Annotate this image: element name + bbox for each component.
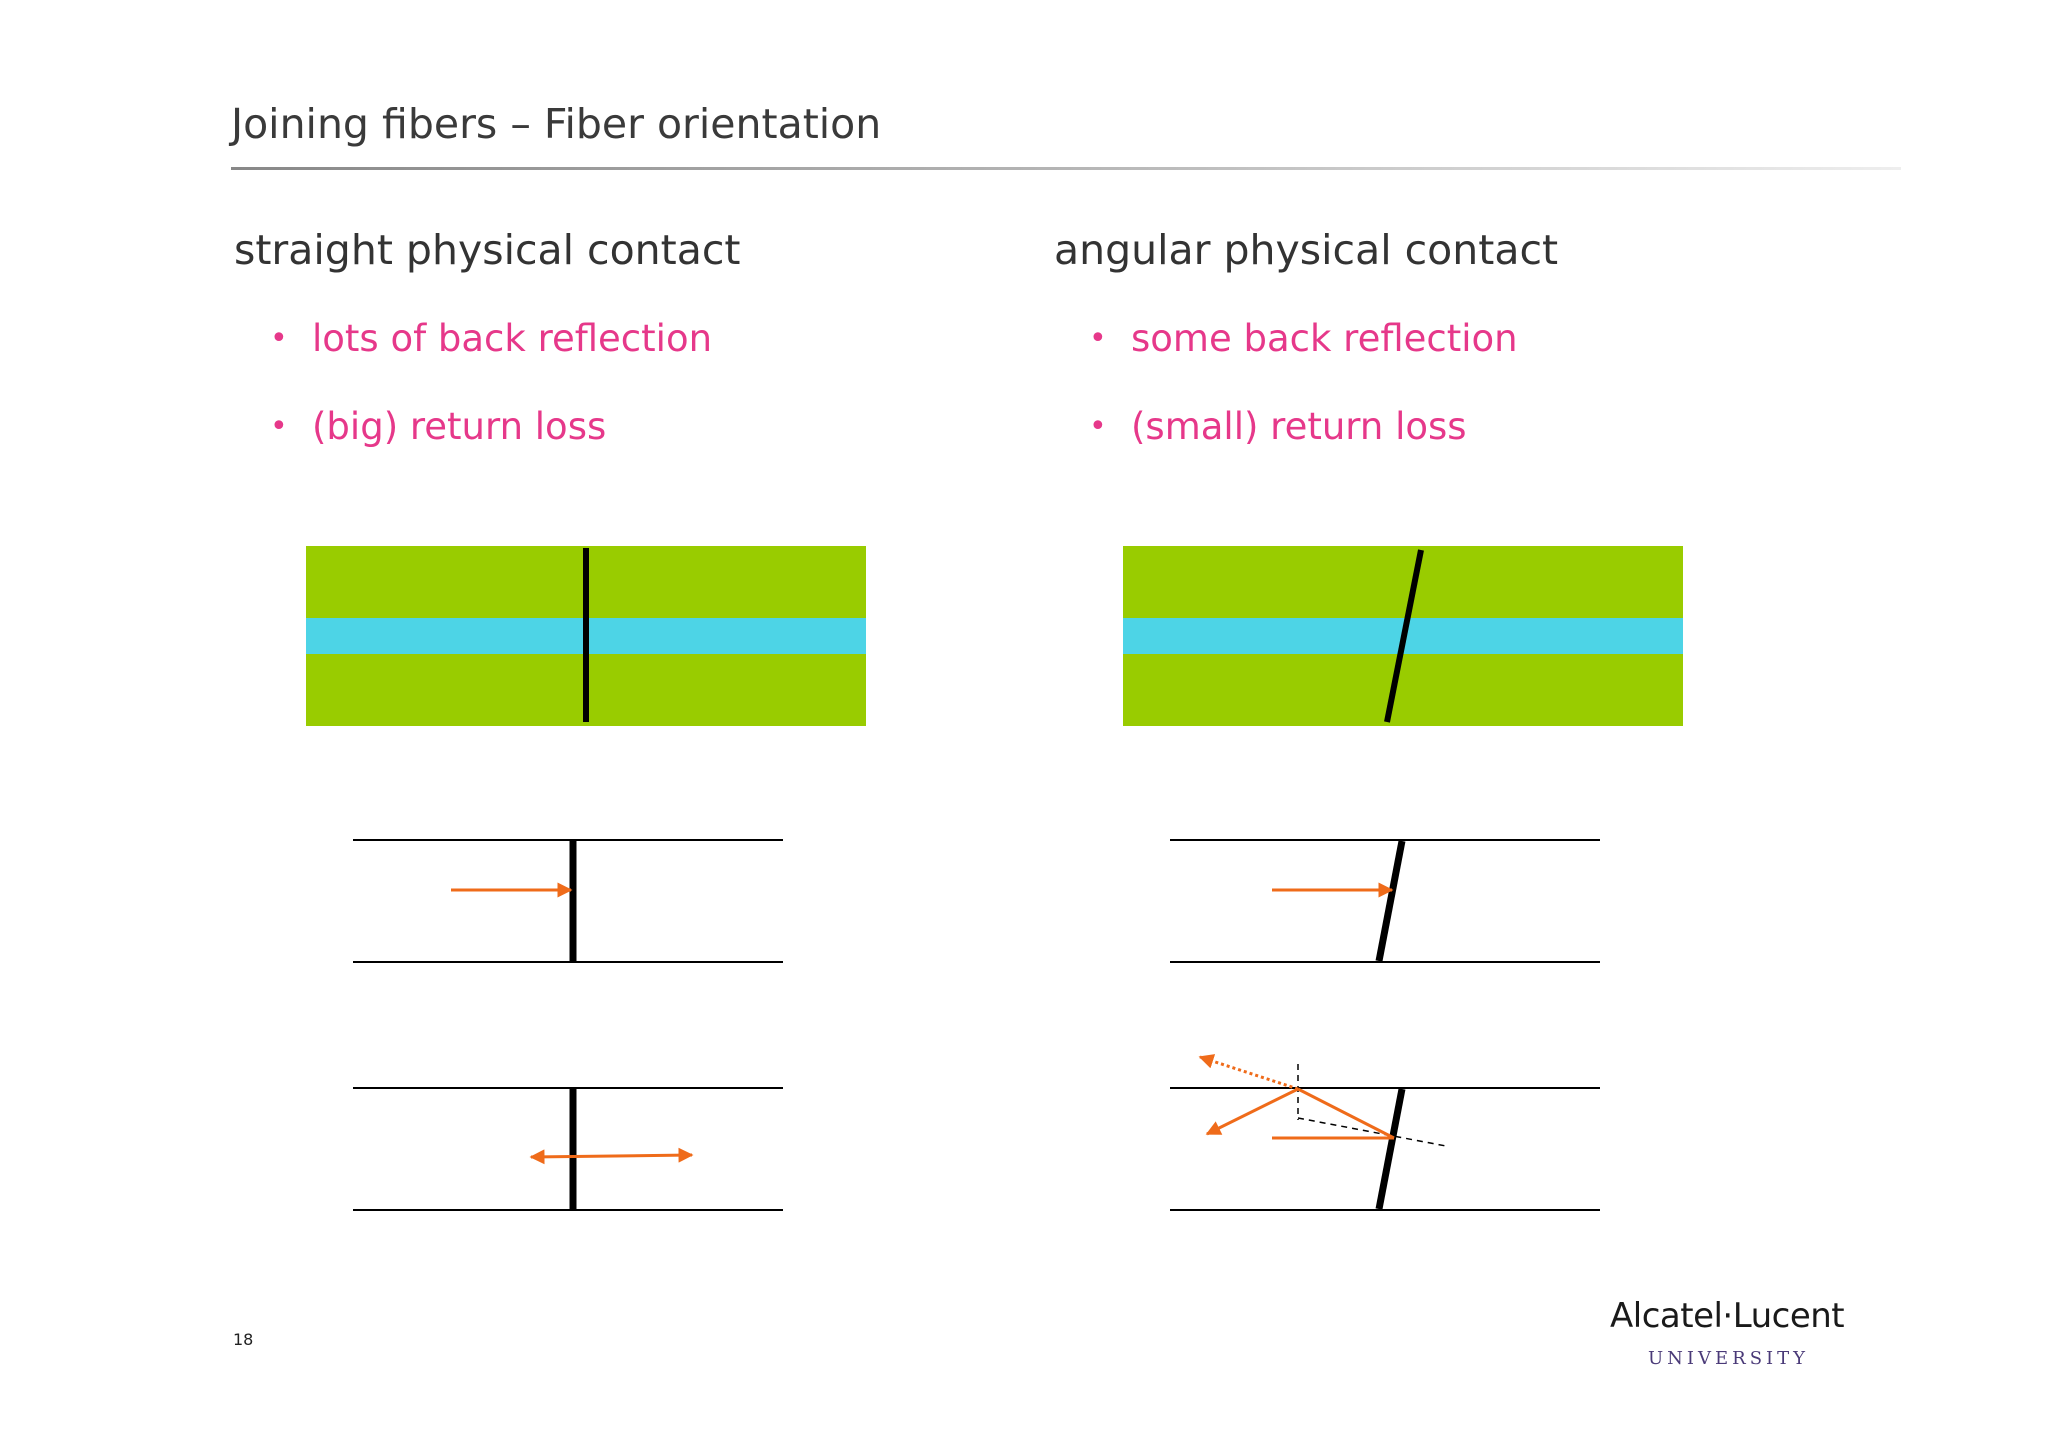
right-column-heading: angular physical contact	[1054, 226, 1559, 274]
page-number: 18	[233, 1330, 254, 1349]
left-bullet-item: • (big) return loss	[270, 408, 712, 496]
bullet-icon: •	[270, 321, 288, 356]
right-bullet-item: • (small) return loss	[1089, 408, 1518, 496]
left-bullet-list: • lots of back reflection • (big) return l…	[270, 320, 712, 496]
reflected-ray-arrow	[1205, 1087, 1299, 1136]
angled-end-face	[1384, 549, 1424, 723]
bullet-icon: •	[270, 409, 288, 444]
bullet-text: (big) return loss	[312, 405, 607, 448]
reflected-ray	[1297, 1087, 1395, 1140]
straight-incident-diagram	[353, 839, 783, 963]
bullet-text: some back reflection	[1131, 317, 1518, 360]
slide-title: Joining fibers – Fiber orientation	[231, 100, 882, 148]
angled-incident-diagram	[1170, 839, 1600, 963]
angled-interface	[1375, 840, 1406, 962]
left-bullet-item: • lots of back reflection	[270, 320, 712, 408]
bullet-text: (small) return loss	[1131, 405, 1467, 448]
company-logo: Alcatel·Lucent	[1610, 1296, 1845, 1336]
right-bullet-list: • some back reflection • (small) return lo…	[1089, 320, 1518, 496]
bullet-icon: •	[1089, 321, 1107, 356]
reflection-normal-dashed-line	[1297, 1117, 1447, 1147]
angled-interface	[1375, 1088, 1406, 1210]
straight-fiber-connector	[306, 546, 866, 726]
left-column-heading: straight physical contact	[234, 226, 741, 274]
title-divider	[231, 167, 1901, 170]
angled-fiber-connector	[1123, 546, 1683, 726]
bullet-text: lots of back reflection	[312, 317, 713, 360]
back-reflection-arrow	[529, 1147, 694, 1165]
right-bullet-item: • some back reflection	[1089, 320, 1518, 408]
angled-reflection-diagram	[1170, 1054, 1600, 1211]
company-logo-subtitle: UNIVERSITY	[1648, 1348, 1810, 1369]
bullet-icon: •	[1089, 409, 1107, 444]
straight-reflection-diagram	[353, 1087, 783, 1211]
dotted-escape-ray-arrow	[1198, 1054, 1299, 1091]
